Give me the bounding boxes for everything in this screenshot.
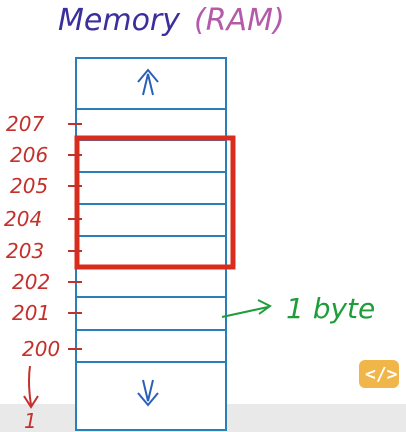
address-label: 207 xyxy=(6,112,44,136)
up-arrow-icon xyxy=(137,68,159,96)
memory-column xyxy=(75,57,227,431)
address-label: 204 xyxy=(4,207,42,231)
address-label: 205 xyxy=(10,174,48,198)
byte-note: 1 byte xyxy=(286,292,375,325)
title-ram: (RAM) xyxy=(194,3,285,38)
green-arrow-icon xyxy=(221,299,272,318)
highlight-box xyxy=(74,135,236,270)
address-label: 202 xyxy=(12,270,50,294)
down-arrow-icon xyxy=(137,379,159,407)
address-label: 206 xyxy=(10,143,48,167)
address-label: 203 xyxy=(6,239,44,263)
badge-label: </> xyxy=(365,364,398,385)
address-label: 200 xyxy=(22,337,60,361)
bottom-label: 1 xyxy=(24,409,37,432)
title-memory: Memory xyxy=(58,3,181,38)
red-down-arrow-icon xyxy=(23,365,39,409)
code-badge[interactable]: </> xyxy=(359,360,399,388)
address-labels: 207 206 205 204 203 202 201 200 xyxy=(4,112,82,361)
code-icon xyxy=(359,360,399,388)
address-label: 201 xyxy=(12,301,50,325)
